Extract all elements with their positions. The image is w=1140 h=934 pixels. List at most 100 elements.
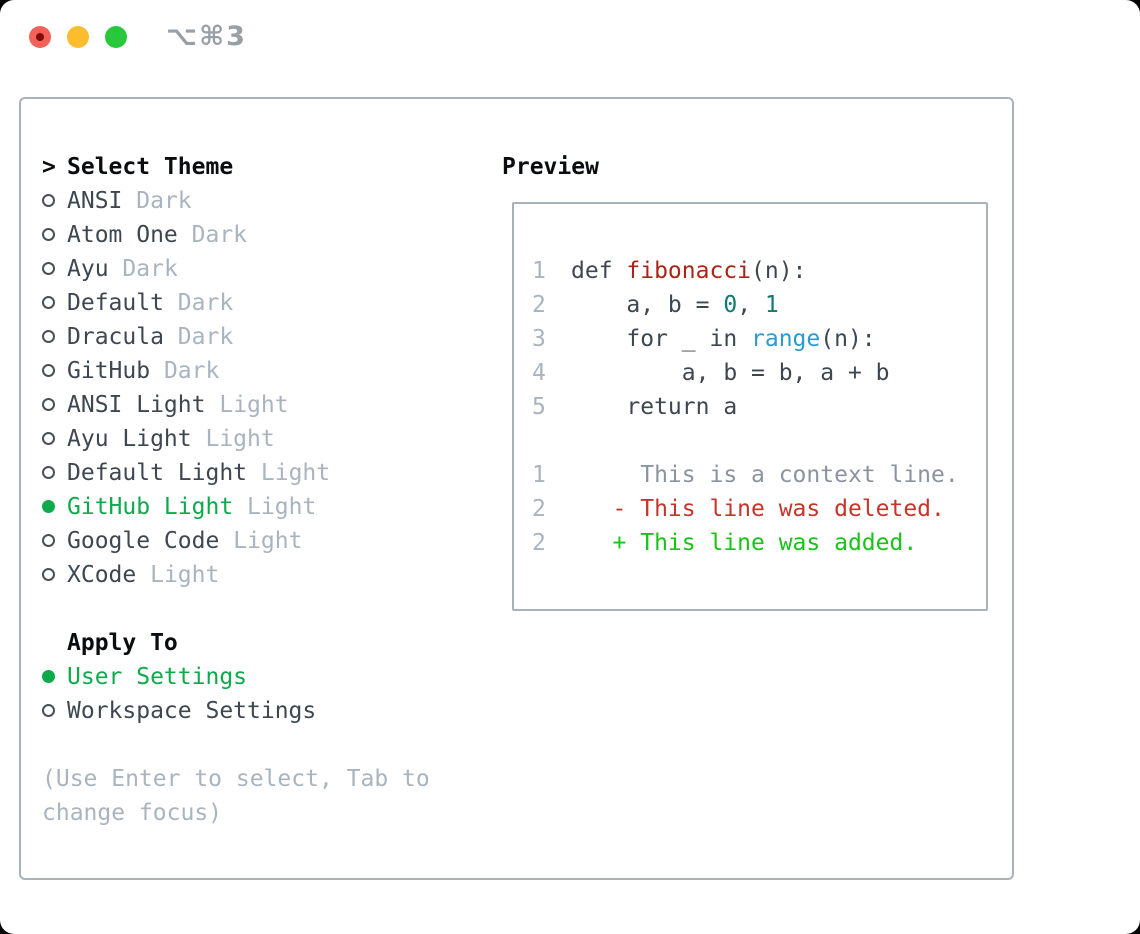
diff-line-added: 2 + This line was added. xyxy=(532,526,986,560)
maximize-button[interactable] xyxy=(105,26,127,48)
minimize-button[interactable] xyxy=(67,26,89,48)
theme-option-default-light[interactable]: Default Light Light xyxy=(42,456,430,490)
spacer xyxy=(532,424,986,458)
theme-option-ayu[interactable]: Ayu Dark xyxy=(42,252,430,286)
line-number: 1 xyxy=(532,258,546,284)
close-button[interactable] xyxy=(29,26,51,48)
code-token-code: (n): xyxy=(751,258,807,284)
code-token-func: fibonacci xyxy=(626,258,752,284)
theme-variant-label: Dark xyxy=(191,222,248,248)
code-token-num: 0 xyxy=(723,292,738,318)
line-number: 3 xyxy=(532,326,546,352)
theme-option-ansi-light[interactable]: ANSI Light Light xyxy=(42,388,430,422)
apply-option-user-settings[interactable]: User Settings xyxy=(42,660,430,694)
theme-variant-label: Dark xyxy=(163,358,220,384)
code-token-code: a, b = b, a + b xyxy=(571,360,890,386)
radio-unselected-icon xyxy=(42,296,55,309)
radio-unselected-icon xyxy=(42,466,55,479)
diff-preview: 1 This is a context line.2 - This line w… xyxy=(532,458,986,560)
theme-name: ANSI Light xyxy=(67,392,206,418)
code-token-code: for _ in xyxy=(571,326,752,352)
code-token-builtin: range xyxy=(751,326,821,352)
theme-option-github-light[interactable]: GitHub Light Light xyxy=(42,490,430,524)
theme-variant-label: Light xyxy=(247,494,317,520)
line-number: 1 xyxy=(532,462,546,488)
apply-option-label: User Settings xyxy=(67,664,248,690)
radio-unselected-icon xyxy=(42,432,55,445)
theme-option-xcode[interactable]: XCode Light xyxy=(42,558,430,592)
close-dot-icon xyxy=(36,33,44,41)
theme-option-ansi[interactable]: ANSI Dark xyxy=(42,184,430,218)
theme-variant-label: Light xyxy=(219,392,289,418)
theme-variant-label: Light xyxy=(150,562,220,588)
diff-line-context: 1 This is a context line. xyxy=(532,458,986,492)
hint-text-line1: (Use Enter to select, Tab to xyxy=(42,766,430,792)
diff-text: This is a context line. xyxy=(571,462,959,488)
radio-selected-icon xyxy=(42,670,55,683)
radio-unselected-icon xyxy=(42,534,55,547)
radio-unselected-icon xyxy=(42,568,55,581)
theme-variant-label: Light xyxy=(233,528,303,554)
radio-unselected-icon xyxy=(42,704,55,717)
radio-selected-icon xyxy=(42,500,55,513)
code-token-code: a, b = xyxy=(571,292,724,318)
preview-title: Preview xyxy=(502,154,599,180)
line-number: 2 xyxy=(532,292,546,318)
theme-name: Ayu xyxy=(67,256,109,282)
radio-unselected-icon xyxy=(42,398,55,411)
select-theme-title: Select Theme xyxy=(67,154,234,180)
theme-variant-label: Light xyxy=(205,426,275,452)
code-line: 4 a, b = b, a + b xyxy=(532,356,986,390)
code-line: 5 return a xyxy=(532,390,986,424)
spacer xyxy=(42,592,430,626)
apply-option-label: Workspace Settings xyxy=(67,698,317,724)
theme-option-google-code[interactable]: Google Code Light xyxy=(42,524,430,558)
radio-unselected-icon xyxy=(42,228,55,241)
theme-name: XCode xyxy=(67,562,137,588)
titlebar: ⌥⌘3 xyxy=(0,0,1140,74)
theme-option-github[interactable]: GitHub Dark xyxy=(42,354,430,388)
theme-name: Default Light xyxy=(67,460,248,486)
apply-to-header: Apply To xyxy=(67,630,178,656)
theme-name: Google Code xyxy=(67,528,220,554)
theme-variant-label: Dark xyxy=(177,324,234,350)
theme-name: GitHub Light xyxy=(67,494,234,520)
code-line: 3 for _ in range(n): xyxy=(532,322,986,356)
theme-name: ANSI xyxy=(67,188,123,214)
diff-line-deleted: 2 - This line was deleted. xyxy=(532,492,986,526)
theme-name: Ayu Light xyxy=(67,426,192,452)
code-token-code: return a xyxy=(571,394,738,420)
theme-variant-label: Dark xyxy=(122,256,178,282)
code-token-code: (n): xyxy=(820,326,876,352)
diff-text: - This line was deleted. xyxy=(571,496,945,522)
theme-name: Dracula xyxy=(67,324,164,350)
radio-unselected-icon xyxy=(42,364,55,377)
theme-option-default[interactable]: Default Dark xyxy=(42,286,430,320)
radio-unselected-icon xyxy=(42,330,55,343)
theme-name: Default xyxy=(67,290,164,316)
theme-variant-label: Light xyxy=(260,460,331,486)
line-number: 2 xyxy=(532,530,546,556)
code-token-code: def xyxy=(571,258,627,284)
line-number: 5 xyxy=(532,394,546,420)
line-number: 4 xyxy=(532,360,546,386)
theme-option-ayu-light[interactable]: Ayu Light Light xyxy=(42,422,430,456)
theme-option-dracula[interactable]: Dracula Dark xyxy=(42,320,430,354)
theme-option-atom-one[interactable]: Atom One Dark xyxy=(42,218,430,252)
apply-option-workspace-settings[interactable]: Workspace Settings xyxy=(42,694,430,728)
spacer xyxy=(42,728,430,762)
theme-name: Atom One xyxy=(67,222,178,248)
hint-text-line2: change focus) xyxy=(42,800,223,826)
line-number: 2 xyxy=(532,496,546,522)
code-token-num: 1 xyxy=(764,292,779,318)
theme-variant-label: Dark xyxy=(177,290,234,316)
code-line: 2 a, b = 0, 1 xyxy=(532,288,986,322)
radio-unselected-icon xyxy=(42,262,55,275)
